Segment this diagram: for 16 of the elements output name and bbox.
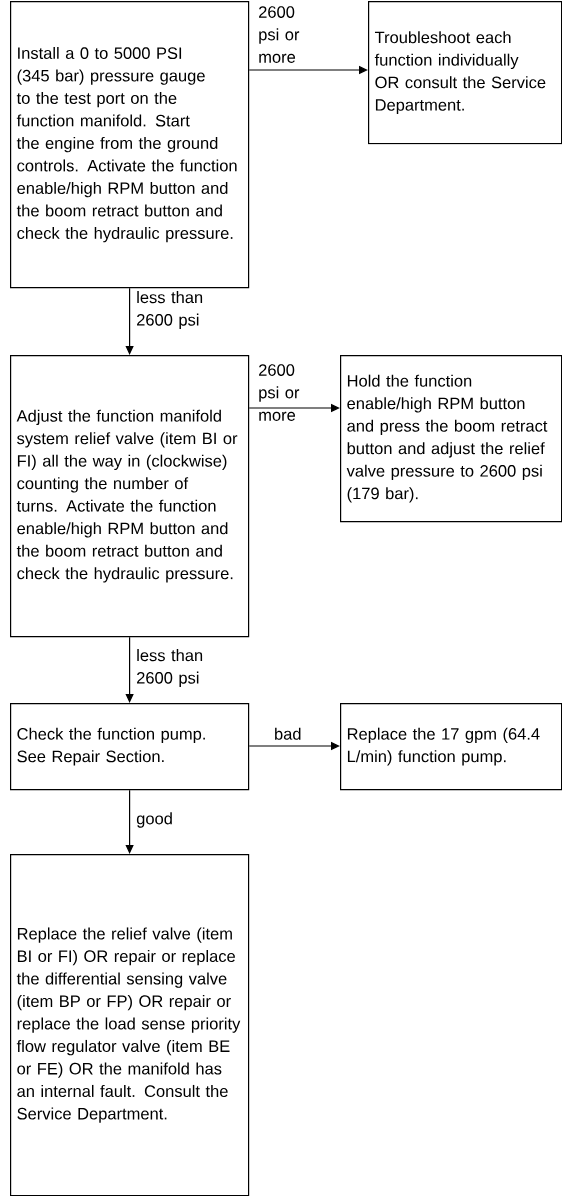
edge-label: less than 2600 psi — [137, 649, 203, 687]
arrow — [125, 789, 134, 854]
process-box: Replace the 17 gpm (64.4 L/min) function pump. — [340, 703, 562, 791]
process-box: Check the function pump. See Repair Section. — [10, 703, 250, 791]
process-box: Hold the function enable/high RPM button and press the boom retract button and adjust the relief valve pressure to 2600 psi (179 bar). — [340, 355, 562, 523]
process-box: Replace the relief valve (item BI or FI) OR repair or replace the differential sensing valve (item BP or FP) OR repair or replace the load sense priority flow regulator valve (item BE or FE) OR the manifold has an internal fault. Consult the Service Department. — [10, 854, 250, 1196]
edge-label: 2600 psi or more — [259, 6, 300, 63]
edge-label: less than 2600 psi — [137, 291, 203, 329]
process-box: Adjust the function manifold system relief valve (item BI or FI) all the way in (clockwise) counting the number of turns. Activate the function enable/high RPM button and the boom retract button and check the hydraulic pressure. — [10, 355, 250, 638]
edge-label: 2600 psi or more — [259, 364, 300, 421]
edge-label: good — [136, 812, 172, 828]
arrow — [125, 636, 134, 703]
arrow — [125, 287, 134, 355]
process-box: Install a 0 to 5000 PSI (345 bar) pressure gauge to the test port on the function manifold. Start the engine from the ground controls. Activate the function enable/high RPM button and the boom retract button and check the hydraulic pressure. — [10, 1, 250, 289]
process-box: Troubleshoot each function individually OR consult the Service Department. — [368, 1, 562, 145]
edge-label: bad — [275, 727, 301, 740]
